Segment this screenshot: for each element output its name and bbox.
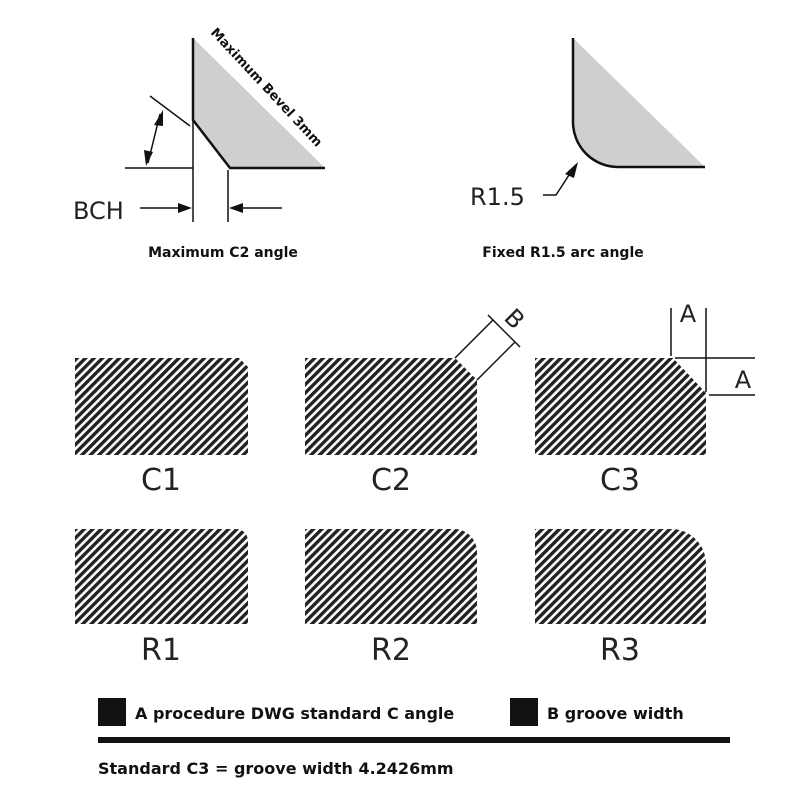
legend-b-label: B groove width — [547, 704, 684, 723]
r15-caption: Fixed R1.5 arc angle — [482, 245, 644, 261]
profile-r3: R3 — [535, 529, 706, 668]
profile-r2: R2 — [305, 529, 477, 668]
bevel-extension-line — [149, 95, 191, 127]
c2-dim-line — [487, 314, 521, 348]
r2-label: R2 — [371, 633, 411, 668]
c2-caption: Maximum C2 angle — [148, 245, 298, 261]
profile-c2: B C2 — [305, 303, 530, 498]
c2-dim-ext-bottom — [476, 341, 516, 381]
legend-a-swatch — [98, 698, 126, 726]
c3-label: C3 — [600, 463, 640, 498]
arc-outline — [571, 38, 705, 169]
c1-profile-shape — [75, 358, 248, 455]
radius-arrow-head — [565, 162, 578, 178]
r2-profile-shape — [305, 529, 477, 624]
c2-profile-shape — [305, 358, 477, 455]
profile-r1: R1 — [75, 529, 248, 668]
r3-label: R3 — [600, 633, 640, 668]
legend-divider — [98, 737, 730, 743]
bevel-outline — [191, 38, 325, 170]
c1-label: C1 — [141, 463, 181, 498]
c3-vertical-dim-label: A — [680, 300, 697, 328]
c2-label: C2 — [371, 463, 411, 498]
bch-arrow-right-head — [229, 203, 243, 213]
bevel-shape — [193, 38, 325, 168]
legend: A procedure DWG standard C angle B groov… — [98, 698, 730, 778]
r1-profile-shape — [75, 529, 248, 624]
legend-b-swatch — [510, 698, 538, 726]
c3-horizontal-dim-label: A — [735, 366, 752, 394]
c3-profile-shape — [535, 358, 706, 455]
c2-dim-ext-top — [454, 319, 494, 359]
bevel-arrow-bottom — [144, 150, 153, 166]
r3-profile-shape — [535, 529, 706, 624]
r1-label: R1 — [141, 633, 181, 668]
r15-arc-detail: R1.5 Fixed R1.5 arc angle — [470, 38, 705, 261]
profile-c1: C1 — [75, 358, 248, 498]
legend-note: Standard C3 = groove width 4.2426mm — [98, 759, 454, 778]
arc-shape — [573, 38, 705, 167]
bch-label: BCH — [73, 197, 124, 225]
c2-max-bevel-detail: Maximum Bevel 3mm BCH Maximum C2 angle — [73, 25, 325, 261]
bevel-arrow-top — [154, 110, 163, 126]
profile-c3: A A C3 — [535, 300, 755, 498]
bch-arrow-left-head — [178, 203, 192, 213]
radius-label: R1.5 — [470, 183, 525, 211]
radius-leader — [543, 171, 572, 196]
legend-a-label: A procedure DWG standard C angle — [135, 704, 454, 723]
